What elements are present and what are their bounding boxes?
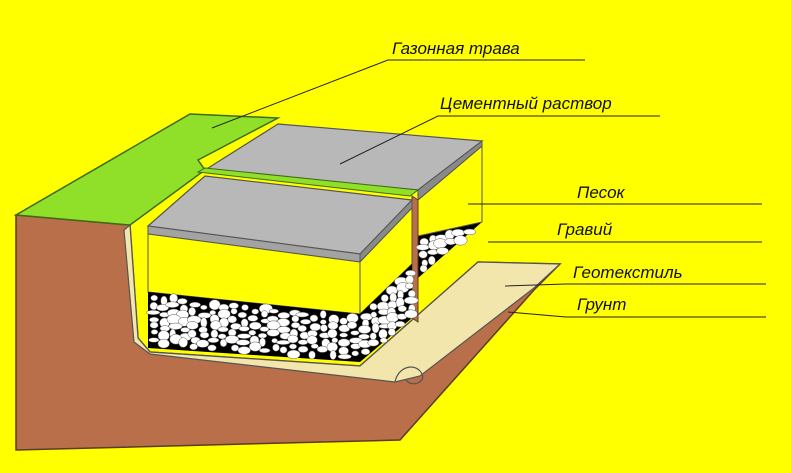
green-joint-strip	[196, 167, 420, 197]
front-slab	[146, 175, 477, 362]
leader-line-geotextile	[504, 283, 766, 287]
label-gravel: Гравий	[557, 220, 613, 239]
label-soil: Грунт	[577, 295, 627, 314]
label-lawn-grass: Газонная трава	[392, 39, 520, 58]
back-slab	[203, 123, 484, 278]
label-cement-mortar: Цементный раствор	[440, 94, 612, 113]
leader-line-soil	[507, 311, 766, 318]
label-sand: Песок	[577, 183, 625, 202]
leader-lines	[211, 59, 766, 318]
geotextile-layer	[123, 223, 562, 383]
label-geotextile: Геотекстиль	[573, 263, 683, 282]
leader-line-lawn-grass	[211, 59, 585, 129]
gravel-stones	[146, 228, 477, 360]
geotextile-roll	[394, 366, 424, 385]
leader-line-cement-mortar	[339, 115, 660, 165]
